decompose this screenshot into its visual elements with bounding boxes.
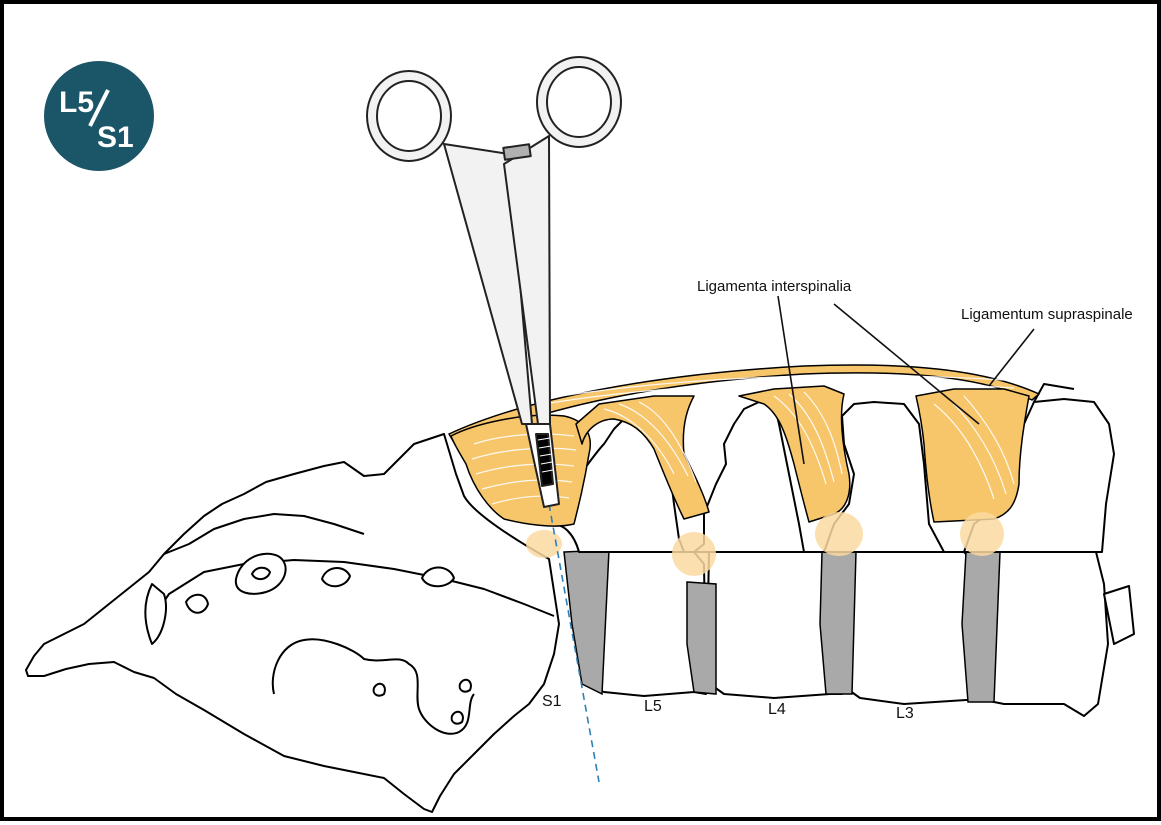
spine-diagram: Ligamenta interspinalia Ligamentum supra… xyxy=(4,4,1161,825)
label-l3: L3 xyxy=(896,705,914,722)
level-badge: L5 S1 xyxy=(44,61,154,171)
disc-l2-l3 xyxy=(962,552,1000,702)
label-s1: S1 xyxy=(542,693,562,710)
l3-body xyxy=(844,552,980,704)
disc-l4-l5 xyxy=(687,582,716,694)
badge-top-text: L5 xyxy=(59,86,94,119)
label-l5: L5 xyxy=(644,698,662,715)
disc-l5-s1 xyxy=(564,550,609,694)
badge-bottom-text: S1 xyxy=(97,121,134,154)
interspinous-l2-l3 xyxy=(916,389,1029,522)
label-ligamenta-interspinalia: Ligamenta interspinalia xyxy=(697,278,852,295)
label-ligamentum-supraspinale: Ligamentum supraspinale xyxy=(961,306,1133,323)
label-l4: L4 xyxy=(768,701,786,718)
disc-l3-l4 xyxy=(820,552,856,694)
